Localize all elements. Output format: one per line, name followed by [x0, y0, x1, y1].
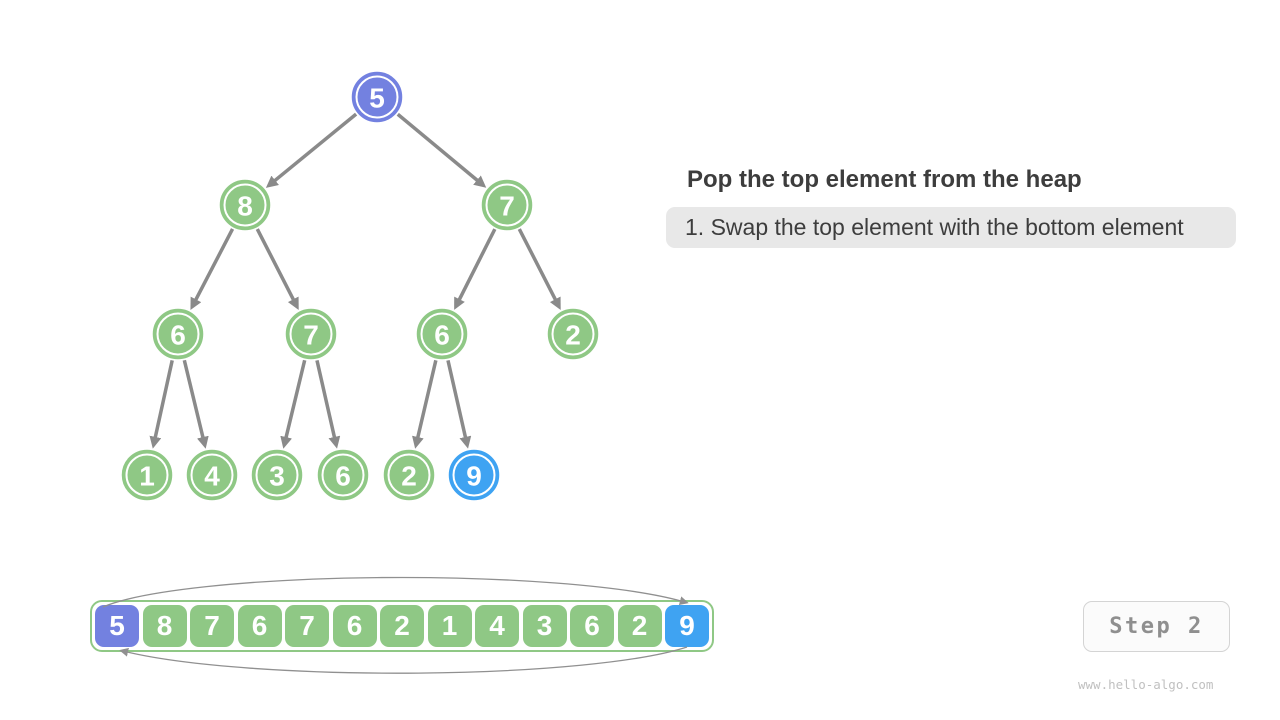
tree-edge	[412, 359, 438, 449]
watermark: www.hello-algo.com	[1078, 677, 1214, 692]
tree-edge	[190, 228, 235, 311]
tree-edge	[265, 112, 358, 188]
tree-node-ring	[255, 453, 299, 497]
array-cell: 5	[95, 605, 139, 647]
array-cell: 9	[665, 605, 709, 647]
tree-node: 2	[383, 449, 435, 501]
tree-edge	[517, 228, 561, 310]
tree-node-circle	[481, 179, 533, 231]
array-cell: 6	[332, 605, 377, 647]
tree-node-circle	[547, 308, 599, 360]
tree-node-value: 5	[369, 83, 385, 114]
tree-node-circle	[285, 308, 337, 360]
figure-title: Pop the top element from the heap	[687, 166, 1082, 193]
tree-node-circle	[416, 308, 468, 360]
tree-node-value: 6	[335, 461, 351, 492]
tree-node-ring	[452, 453, 496, 497]
tree-node-value: 1	[139, 461, 155, 492]
tree-node: 3	[251, 449, 303, 501]
tree-node: 7	[481, 179, 533, 231]
tree-node-ring	[190, 453, 234, 497]
tree-node-value: 8	[237, 191, 253, 222]
tree-node-circle	[219, 179, 271, 231]
array-cell: 6	[570, 605, 614, 647]
array-cell: 3	[522, 605, 567, 647]
array-cell: 7	[285, 605, 329, 647]
tree-edge	[280, 359, 307, 449]
tree-node: 1	[121, 449, 173, 501]
tree-edge	[315, 359, 341, 449]
tree-node-value: 6	[434, 320, 450, 351]
tree-node: 6	[416, 308, 468, 360]
tree-node-circle	[317, 449, 369, 501]
tree-node-value: 9	[466, 461, 482, 492]
tree-node-value: 2	[401, 461, 417, 492]
array-cell: 6	[237, 605, 282, 647]
tree-node-circle	[448, 449, 500, 501]
tree-edge	[255, 228, 299, 310]
tree-node-ring	[156, 312, 200, 356]
tree-node: 2	[547, 308, 599, 360]
tree-node-ring	[289, 312, 333, 356]
tree-edge	[182, 359, 209, 449]
step-description: 1. Swap the top element with the bottom …	[666, 207, 1236, 248]
tree-node-value: 3	[269, 461, 285, 492]
tree-node-value: 7	[303, 320, 319, 351]
tree-node-value: 2	[565, 320, 581, 351]
tree-node-ring	[321, 453, 365, 497]
tree-edge	[454, 228, 497, 310]
tree-node-circle	[251, 449, 303, 501]
tree-node-value: 4	[204, 461, 220, 492]
array-cell: 8	[142, 605, 187, 647]
array-cell: 1	[427, 605, 472, 647]
tree-node: 8	[219, 179, 271, 231]
tree-node-ring	[551, 312, 595, 356]
tree-node-circle	[186, 449, 238, 501]
tree-node-ring	[223, 183, 267, 227]
step-indicator-button[interactable]: Step 2	[1083, 601, 1230, 652]
tree-node-circle	[152, 308, 204, 360]
tree-edge	[396, 112, 487, 188]
array-cell: 4	[475, 605, 519, 647]
tree-node: 6	[152, 308, 204, 360]
tree-node: 4	[186, 449, 238, 501]
tree-node: 7	[285, 308, 337, 360]
tree-node-ring	[387, 453, 431, 497]
tree-edge	[149, 359, 174, 449]
tree-node-circle	[383, 449, 435, 501]
tree-node-ring	[355, 75, 399, 119]
tree-node: 6	[317, 449, 369, 501]
array-cell: 2	[380, 605, 424, 647]
tree-node-ring	[485, 183, 529, 227]
tree-node-ring	[420, 312, 464, 356]
tree-node: 9	[448, 449, 500, 501]
tree-node-circle	[351, 71, 403, 123]
tree-node: 5	[351, 71, 403, 123]
tree-node-ring	[125, 453, 169, 497]
tree-node-circle	[121, 449, 173, 501]
array-cell: 7	[190, 605, 234, 647]
tree-edge	[446, 359, 472, 449]
tree-node-value: 6	[170, 320, 186, 351]
array-cell: 2	[617, 605, 662, 647]
tree-node-value: 7	[499, 191, 515, 222]
